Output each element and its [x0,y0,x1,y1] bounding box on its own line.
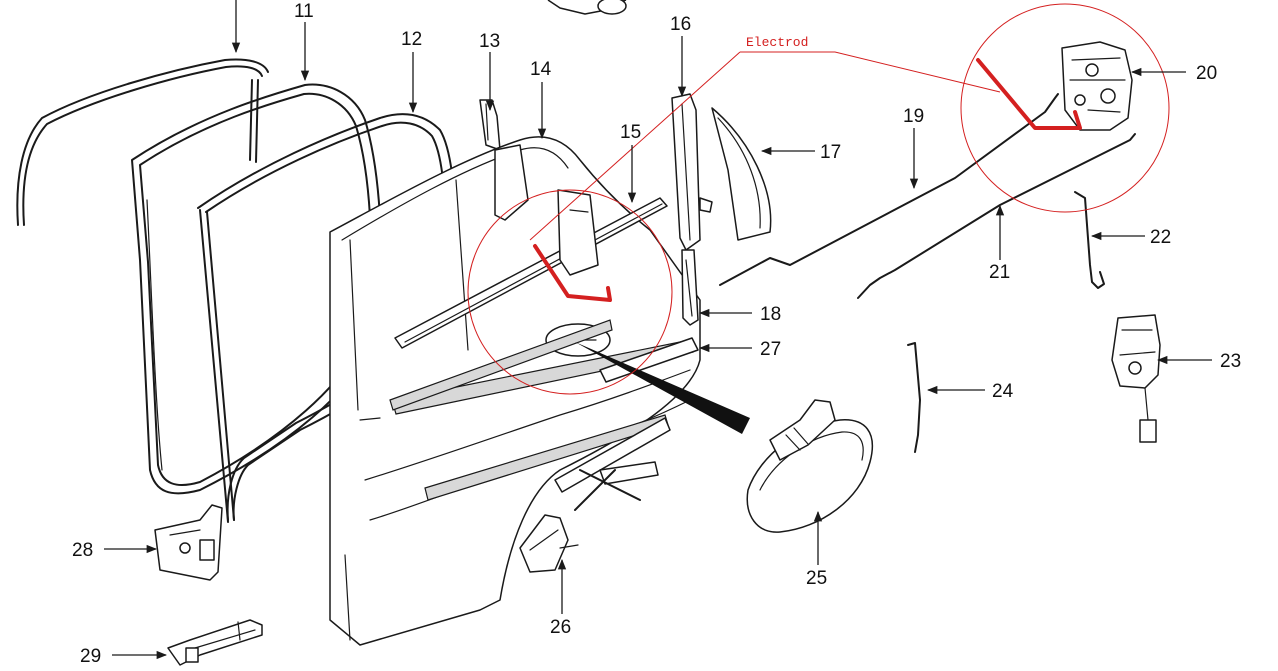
callout-labels: 11 12 13 14 15 16 17 18 19 20 21 22 23 2… [72,1,1241,667]
callout-24: 24 [992,381,1014,402]
callout-16: 16 [670,14,691,35]
annotation-circle-door [467,189,673,395]
door-glass-regulator-bracket [494,144,599,276]
electrod-annotation: Electrod [467,3,1170,395]
inner-handle-rod [857,133,1136,299]
annotation-label: Electrod [746,35,808,50]
callout-18: 18 [760,304,781,325]
annotation-leader-latch [740,51,1001,93]
door-check-strap [167,619,263,666]
quarter-glass [711,107,772,241]
partial-top-component [547,0,627,15]
hook-rod [1074,191,1105,289]
lower-channel-bracket [681,249,699,326]
callout-19: 19 [903,106,924,127]
callout-28: 28 [72,540,93,561]
callout-17: 17 [820,142,841,163]
window-regulator [519,417,671,573]
callout-22: 22 [1150,227,1171,248]
door-hinge [154,504,223,581]
callout-23: 23 [1220,351,1241,372]
door-trim-strip [599,337,699,383]
callout-25: 25 [806,568,827,589]
callout-29: 29 [80,646,101,667]
callout-12: 12 [401,29,422,50]
callout-20: 20 [1196,63,1217,84]
short-rod [907,342,921,453]
outside-door-handle [746,399,874,533]
callout-13: 13 [479,31,500,52]
lock-control-rod [719,93,1059,286]
window-guide-rail [389,197,668,411]
lock-actuator [1111,314,1161,443]
rear-channel-strip [671,93,713,251]
door-latch [1061,41,1133,131]
electrod-wire-door [533,244,612,302]
callout-15: 15 [620,122,641,143]
annotation-circle-latch [960,3,1170,213]
callout-14: 14 [530,59,552,80]
annotation-leader-door [529,51,741,241]
handle-pointer-wedge [575,342,750,434]
callout-27: 27 [760,339,781,360]
callout-26: 26 [550,617,571,638]
electrod-wire-latch [976,58,1082,130]
callout-21: 21 [989,262,1010,283]
callout-11: 11 [294,1,314,22]
door-outer-seal [16,58,269,226]
callout-leaders [104,0,1212,660]
